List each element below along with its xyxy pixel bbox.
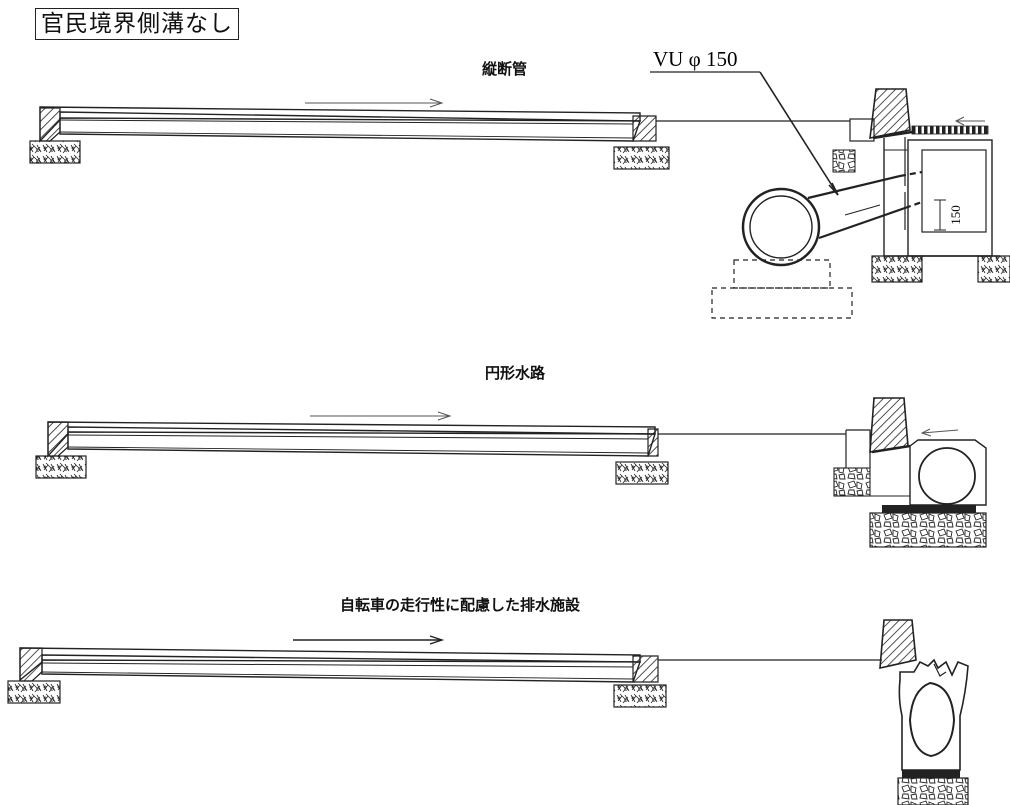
dimension-text: 150 — [948, 205, 963, 225]
left-end-block — [19, 647, 43, 682]
channel-foundation — [869, 512, 987, 548]
left-gravel-base — [35, 455, 87, 479]
left-gravel-base — [29, 140, 81, 164]
right-gravel-base — [613, 684, 667, 708]
right-end-block — [632, 655, 659, 683]
right-end-block — [632, 115, 657, 142]
basin-gravel-left — [871, 255, 923, 283]
flow-arrow — [310, 411, 452, 421]
curb-stone — [879, 619, 917, 670]
section-2-drawing — [35, 397, 987, 548]
sidewalk-arrow — [920, 428, 959, 437]
section-3-drawing — [7, 619, 969, 805]
curb-stone — [845, 397, 911, 468]
right-gravel-base — [615, 461, 669, 485]
drain-base-slab — [902, 770, 960, 778]
catch-basin — [883, 137, 1000, 257]
page-title: 官民境界側溝なし — [35, 8, 239, 40]
left-end-block — [39, 107, 61, 142]
basin-gravel-right — [977, 255, 1010, 283]
inlet-grating — [911, 125, 989, 135]
drain-foundation — [897, 777, 969, 805]
grating-cover — [47, 421, 656, 458]
slot-drain-body — [898, 658, 969, 771]
pipe-foundation-dashed — [711, 259, 853, 319]
dimension-150: 150 — [934, 199, 963, 231]
right-gravel-base — [613, 146, 670, 170]
pipe-label: VU φ 150 — [653, 47, 737, 71]
grating-cover — [19, 647, 641, 683]
left-end-block — [47, 421, 69, 457]
section-2-caption: 円形水路 — [485, 364, 546, 382]
curb-foundation — [832, 149, 856, 173]
flow-arrow — [293, 635, 445, 645]
right-end-block — [647, 428, 659, 457]
sidewalk-arrow — [954, 116, 985, 126]
section-1-drawing: 150 VU φ 150 — [29, 47, 1010, 319]
curb-foundation — [833, 467, 871, 497]
curb-stone — [849, 88, 913, 142]
section-3-caption: 自転車の走行性に配慮した排水施設 — [340, 596, 581, 614]
channel-base-slab — [882, 505, 976, 513]
pipe-label-leader: VU φ 150 — [650, 47, 839, 196]
connecting-pipe — [807, 170, 923, 240]
grating-cover — [39, 106, 641, 143]
section-1-caption: 縦断管 — [482, 60, 528, 78]
pipe-cross-section — [741, 187, 821, 267]
left-gravel-base — [7, 680, 61, 704]
flow-arrow — [305, 98, 444, 108]
